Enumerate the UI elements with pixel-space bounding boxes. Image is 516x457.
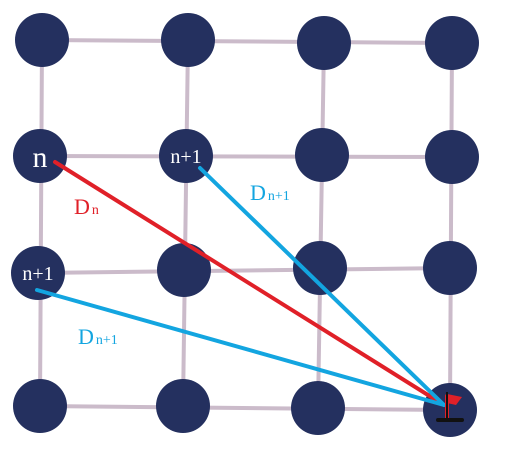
grid-edge (36, 266, 452, 275)
grid-edge (40, 38, 454, 45)
goal-flag-icon (436, 392, 464, 422)
distance-label-current-sub: n (92, 203, 99, 218)
distance-line-current (53, 160, 446, 407)
grid-edge (448, 41, 454, 412)
grid-node (13, 379, 67, 433)
grid-node (425, 130, 479, 184)
grid-node (295, 128, 349, 182)
grid-nodes (11, 13, 479, 437)
distance-label-next-left-main: D (78, 324, 94, 349)
distance-label-next-left-sub: n+1 (96, 333, 118, 348)
grid-node (291, 381, 345, 435)
current-node (13, 129, 67, 183)
grid-node (161, 13, 215, 67)
grid-node (156, 379, 210, 433)
grid-edge (38, 404, 452, 412)
distance-label-current-main: D (74, 194, 90, 219)
distance-label-next-top-main: D (250, 180, 266, 205)
grid-edge (38, 38, 44, 408)
grid-node (157, 243, 211, 297)
grid-edge (181, 38, 190, 408)
grid-edge (316, 41, 326, 410)
distance-label-next-top-sub: n+1 (268, 189, 290, 204)
distance-line-next-left (35, 288, 446, 407)
grid-node (293, 241, 347, 295)
current-node-label: n (33, 141, 48, 174)
grid-edge (40, 154, 454, 159)
grid-edges (36, 38, 454, 412)
next-node-left-label: n+1 (22, 263, 53, 285)
grid-node (423, 241, 477, 295)
next-node-top-label: n+1 (170, 146, 201, 168)
grid-node (15, 13, 69, 67)
grid-node (425, 16, 479, 70)
grid-node (297, 16, 351, 70)
distance-line-next-top (198, 166, 446, 407)
next-node-left (11, 246, 65, 300)
